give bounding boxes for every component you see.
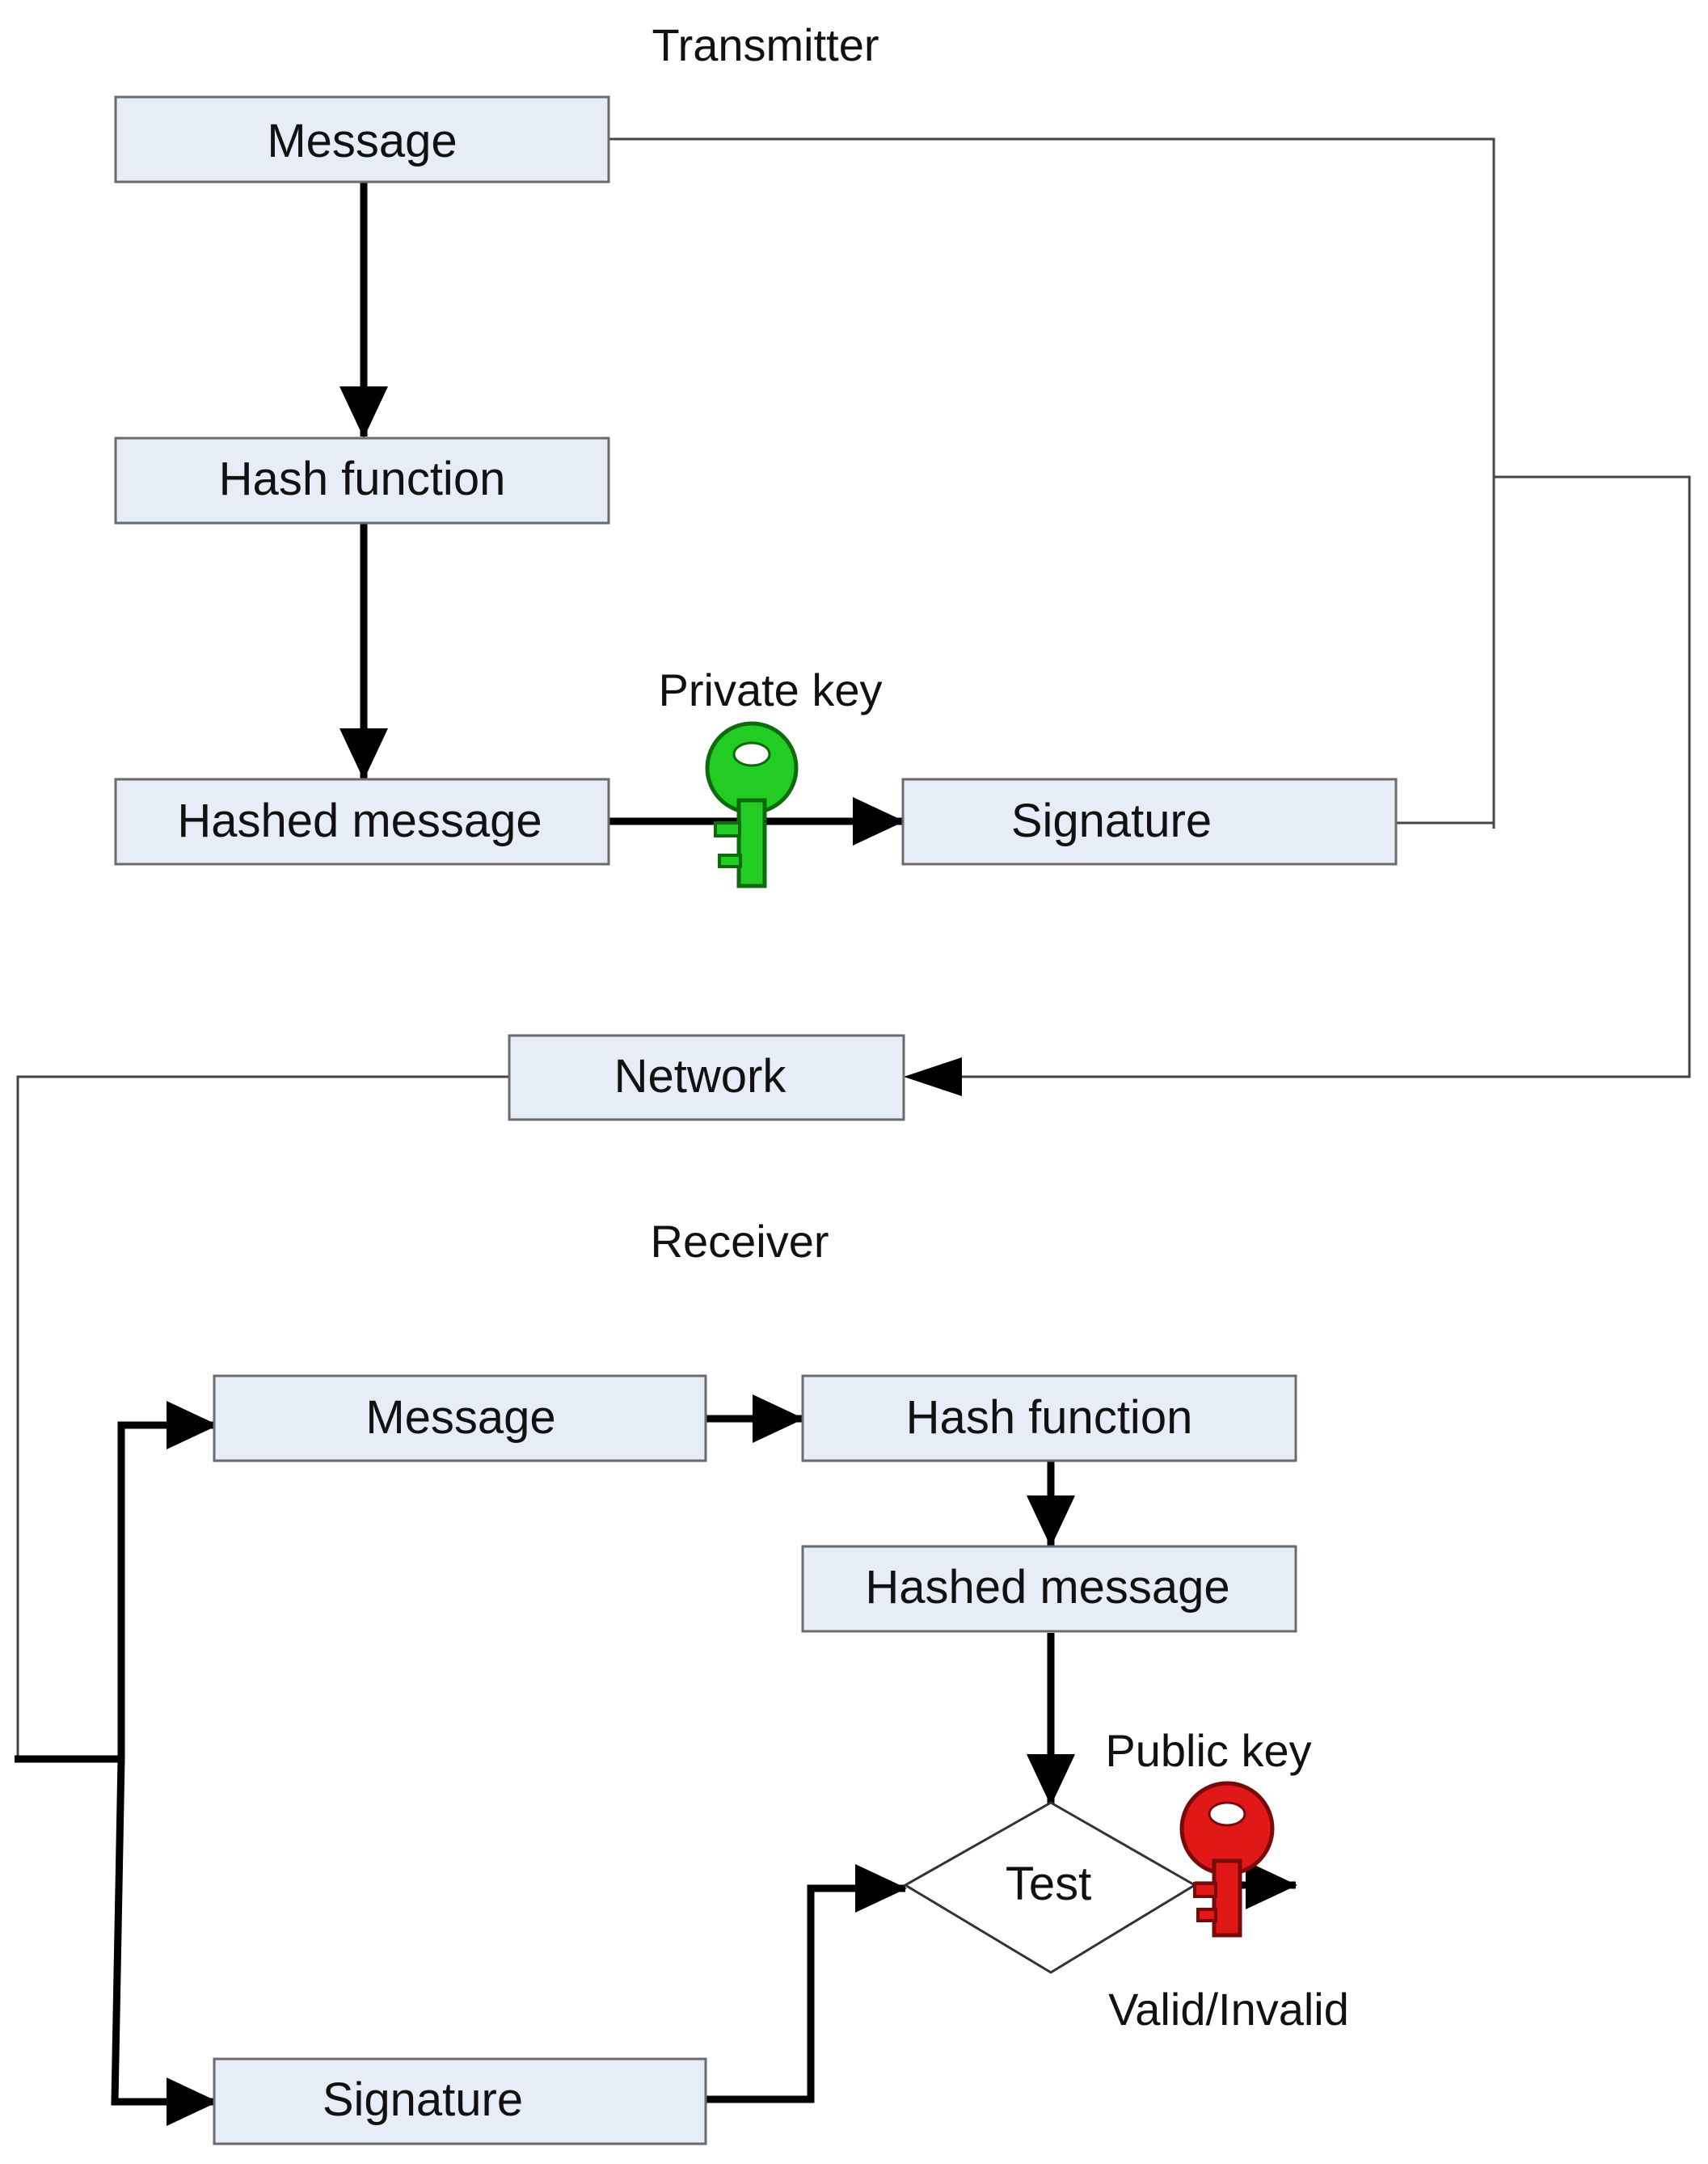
thin-connectors [16, 137, 1691, 1759]
private-key-icon [705, 721, 799, 888]
network-arrowhead [904, 1057, 962, 1096]
test-decision-node: Test [903, 1801, 1197, 1974]
transmitter-hash-function-label: Hash function [219, 453, 506, 505]
transmitter-message-box: Message [114, 95, 610, 183]
receiver-signature-box: Signature [213, 2057, 707, 2145]
receiver-hashed-message-box: Hashed message [801, 1545, 1297, 1633]
connector-network-to-receiver [16, 1075, 509, 1759]
connector-message-to-bus [609, 137, 1495, 829]
receiver-message-label: Message [365, 1391, 555, 1444]
private-key-label: Private key [659, 664, 883, 715]
transmitter-signature-label: Signature [1011, 795, 1212, 847]
arrow-to-receiver-message [117, 1401, 218, 1759]
receiver-hashed-message-label: Hashed message [865, 1561, 1229, 1614]
transmitter-hash-function-box: Hash function [114, 437, 610, 525]
receiver-message-box: Message [213, 1374, 707, 1462]
connector-bus-to-network [954, 475, 1691, 1078]
transmitter-title: Transmitter [652, 19, 879, 70]
public-key-icon [1179, 1781, 1275, 1938]
transmitter-message-label: Message [267, 115, 457, 167]
receiver-title: Receiver [651, 1216, 829, 1267]
receiver-hash-function-label: Hash function [906, 1391, 1193, 1444]
network-box: Network [508, 1034, 905, 1121]
result-label: Valid/Invalid [1108, 1984, 1349, 2035]
test-label: Test [1006, 1858, 1091, 1910]
arrow-signature-to-test [706, 1864, 907, 2103]
receiver-hash-function-box: Hash function [801, 1374, 1297, 1462]
arrow-to-receiver-signature [111, 1758, 218, 2126]
network-label: Network [614, 1050, 787, 1103]
transmitter-signature-box: Signature [901, 778, 1398, 866]
public-key-label: Public key [1105, 1725, 1311, 1776]
receiver-signature-label: Signature [323, 2073, 523, 2126]
transmitter-hashed-message-box: Hashed message [114, 778, 610, 866]
transmitter-hashed-message-label: Hashed message [177, 795, 542, 847]
